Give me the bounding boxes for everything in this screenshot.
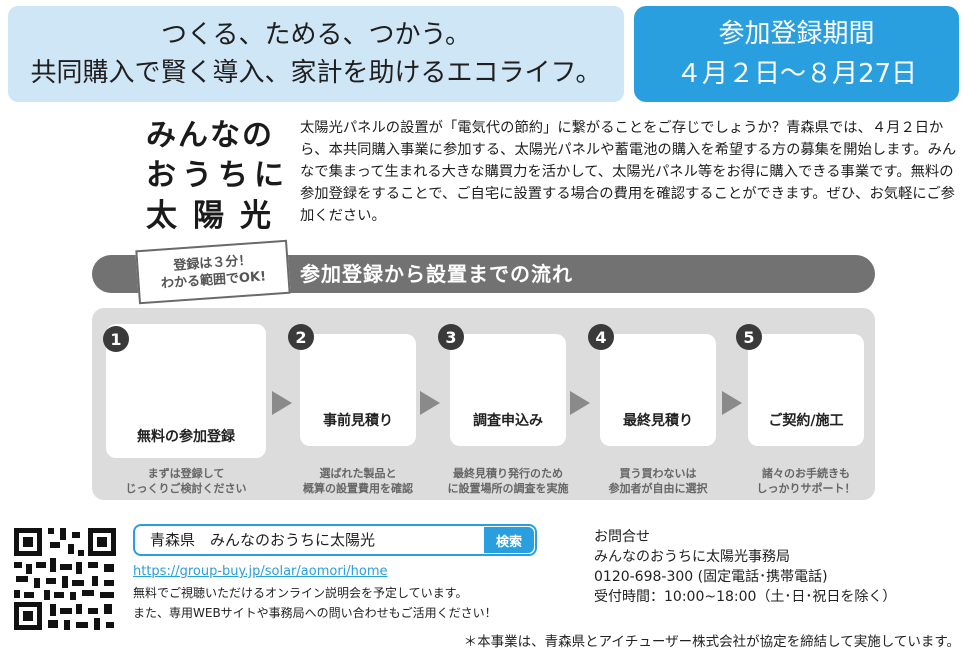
arrow-icon	[272, 391, 292, 415]
contact-office: みんなのおうちに太陽光事務局	[594, 549, 790, 565]
step-number-5: 5	[736, 324, 762, 350]
step-label-1: 無料の参加登録	[137, 429, 235, 445]
arrow-icon	[722, 391, 742, 415]
slogan-banner: つくる、ためる、つかう。 共同購入で賢く導入、家計を助けるエコライフ。	[8, 6, 624, 102]
catchphrase-line-2: おうちに	[146, 158, 290, 193]
catchphrase: みんなの おうちに 太陽光	[146, 116, 296, 236]
step-caption-5: 諸々のお手続きも しっかりサポート！	[730, 466, 882, 496]
search-box[interactable]	[133, 524, 537, 556]
step-label-2: 事前見積り	[323, 413, 393, 429]
step-number-4: 4	[588, 324, 614, 350]
step-caption-1-line-1: まずは登録して	[147, 467, 225, 480]
step-label-4: 最終見積り	[623, 413, 693, 429]
step-label-3: 調査申込み	[473, 413, 543, 429]
step-card-5: ご契約/施工	[748, 334, 864, 446]
step-caption-2-line-2: 概算の設置費用を確認	[303, 482, 413, 495]
contact-heading: お問合せ	[594, 529, 650, 545]
step-caption-3: 最終見積り発行のため に設置場所の調査を実施	[424, 466, 592, 496]
step-card-3: 調査申込み	[450, 334, 566, 446]
registration-period-banner: 参加登録期間 ４月２日～８月27日	[634, 6, 959, 102]
flow-title: 参加登録から設置までの流れ	[300, 262, 573, 286]
step-caption-3-line-1: 最終見積り発行のため	[453, 467, 563, 480]
contact-phone: 0120-698-300 (固定電話･携帯電話)	[594, 569, 828, 585]
period-dates: ４月２日～８月27日	[675, 59, 918, 89]
step-number-3: 3	[438, 324, 464, 350]
step-caption-1-line-2: じっくりご検討ください	[125, 482, 247, 495]
period-label: 参加登録期間	[718, 19, 875, 49]
step-caption-4: 買う買わないは 参加者が自由に選択	[582, 466, 734, 496]
info-note-line-1: 無料でご視聴いただけるオンライン説明会を予定しています。	[133, 586, 468, 600]
step-card-2: 事前見積り	[300, 334, 416, 446]
arrow-icon	[420, 391, 440, 415]
step-caption-4-line-2: 参加者が自由に選択	[608, 482, 708, 495]
step-caption-5-line-2: しっかりサポート！	[756, 482, 856, 495]
flow-badge: 登録は３分！ わかる範囲でOK!	[135, 239, 291, 305]
search-button[interactable]: 検索	[484, 527, 534, 553]
step-caption-5-line-1: 諸々のお手続きも	[762, 467, 850, 480]
slogan-line-2: 共同購入で賢く導入、家計を助けるエコライフ。	[30, 58, 602, 88]
intro-paragraph: 太陽光パネルの設置が「電気代の節約」に繋がることをご存じでしょうか？青森県では、…	[300, 120, 957, 224]
slogan-line-1: つくる、ためる、つかう。	[161, 20, 471, 50]
info-note-line-2: また、専用WEBサイトや事務局への問い合わせもご活用ください！	[133, 606, 497, 620]
catchphrase-line-3: 太陽光	[146, 198, 287, 234]
step-label-5: ご契約/施工	[768, 413, 844, 429]
contact-info: お問合せ みんなのおうちに太陽光事務局 0120-698-300 (固定電話･携…	[594, 527, 962, 607]
step-number-2: 2	[288, 324, 314, 350]
footer-note: ＊本事業は、青森県とアイチューザー株式会社が協定を締結して実施しています。	[463, 634, 960, 650]
step-caption-2-line-1: 選ばれた製品と	[319, 467, 397, 480]
catchphrase-line-1: みんなの	[146, 118, 274, 153]
qr-code-icon	[10, 524, 120, 634]
info-note: 無料でご視聴いただけるオンライン説明会を予定しています。 また、専用WEBサイト…	[133, 583, 583, 623]
step-card-4: 最終見積り	[600, 334, 716, 446]
step-caption-2: 選ばれた製品と 概算の設置費用を確認	[280, 466, 436, 496]
step-caption-1: まずは登録して じっくりご検討ください	[100, 466, 272, 496]
step-number-1: 1	[103, 326, 129, 352]
step-caption-4-line-1: 買う買わないは	[619, 467, 697, 480]
website-link[interactable]: https://group-buy.jp/solar/aomori/home	[133, 564, 388, 579]
step-card-1: 無料の参加登録	[106, 324, 266, 458]
search-query[interactable]: 青森県 みんなのおうちに太陽光	[150, 531, 376, 549]
arrow-icon	[570, 391, 590, 415]
contact-hours: 受付時間：10:00~18:00（土･日･祝日を除く）	[594, 589, 897, 605]
step-caption-3-line-2: に設置場所の調査を実施	[447, 482, 569, 495]
